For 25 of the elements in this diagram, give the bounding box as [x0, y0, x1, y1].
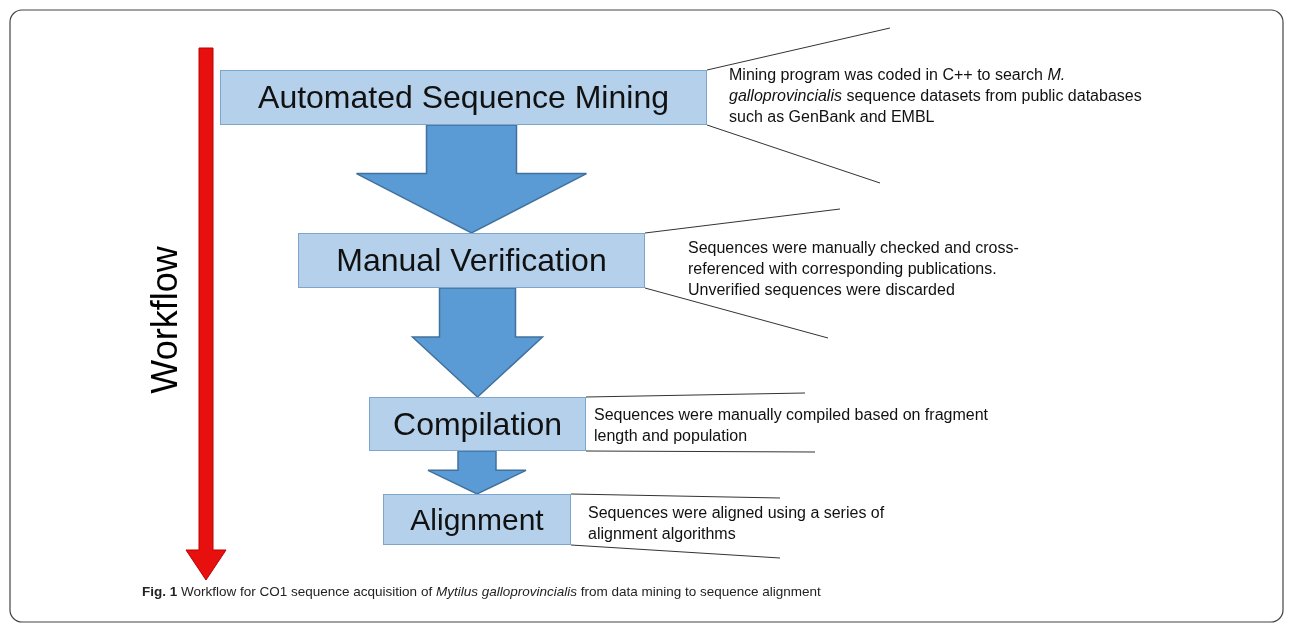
step-description: Mining program was coded in C++ to search M. galloprovincialis sequence datasets from public databases such as GenBank and EMBL — [729, 65, 1143, 127]
leader-line — [706, 27, 891, 71]
process-box — [220, 70, 707, 125]
step-description: Sequences were aligned using a series of alignment algorithms — [588, 503, 886, 544]
step-title: Manual Verification — [336, 242, 607, 279]
figure-caption: Fig. 1 Workflow for CO1 sequence acquisition of Mytilus galloprovincialis from data mining to sequence alignment — [142, 584, 821, 599]
process-box — [383, 494, 571, 545]
step-description: Sequences were manually checked and cross-referenced with corresponding publications. Unverified sequences were discarded — [688, 238, 1020, 300]
block-arrow — [410, 287, 545, 399]
axis-label: Workflow — [145, 245, 185, 396]
leader-line — [585, 450, 816, 453]
step-description: Sequences were manually compiled based on fragment length and population — [594, 405, 989, 446]
leader-line — [570, 544, 781, 559]
leader-line — [585, 392, 806, 398]
leader-line — [644, 287, 829, 339]
process-box — [369, 397, 586, 451]
step-title: Automated Sequence Mining — [258, 79, 669, 116]
process-box — [298, 233, 645, 288]
leader-line — [570, 493, 781, 499]
block-arrow — [355, 124, 588, 234]
leader-line — [706, 124, 881, 184]
step-title: Alignment — [410, 502, 544, 537]
step-title: Compilation — [393, 405, 562, 443]
block-arrow — [427, 450, 527, 495]
leader-line — [644, 208, 841, 234]
